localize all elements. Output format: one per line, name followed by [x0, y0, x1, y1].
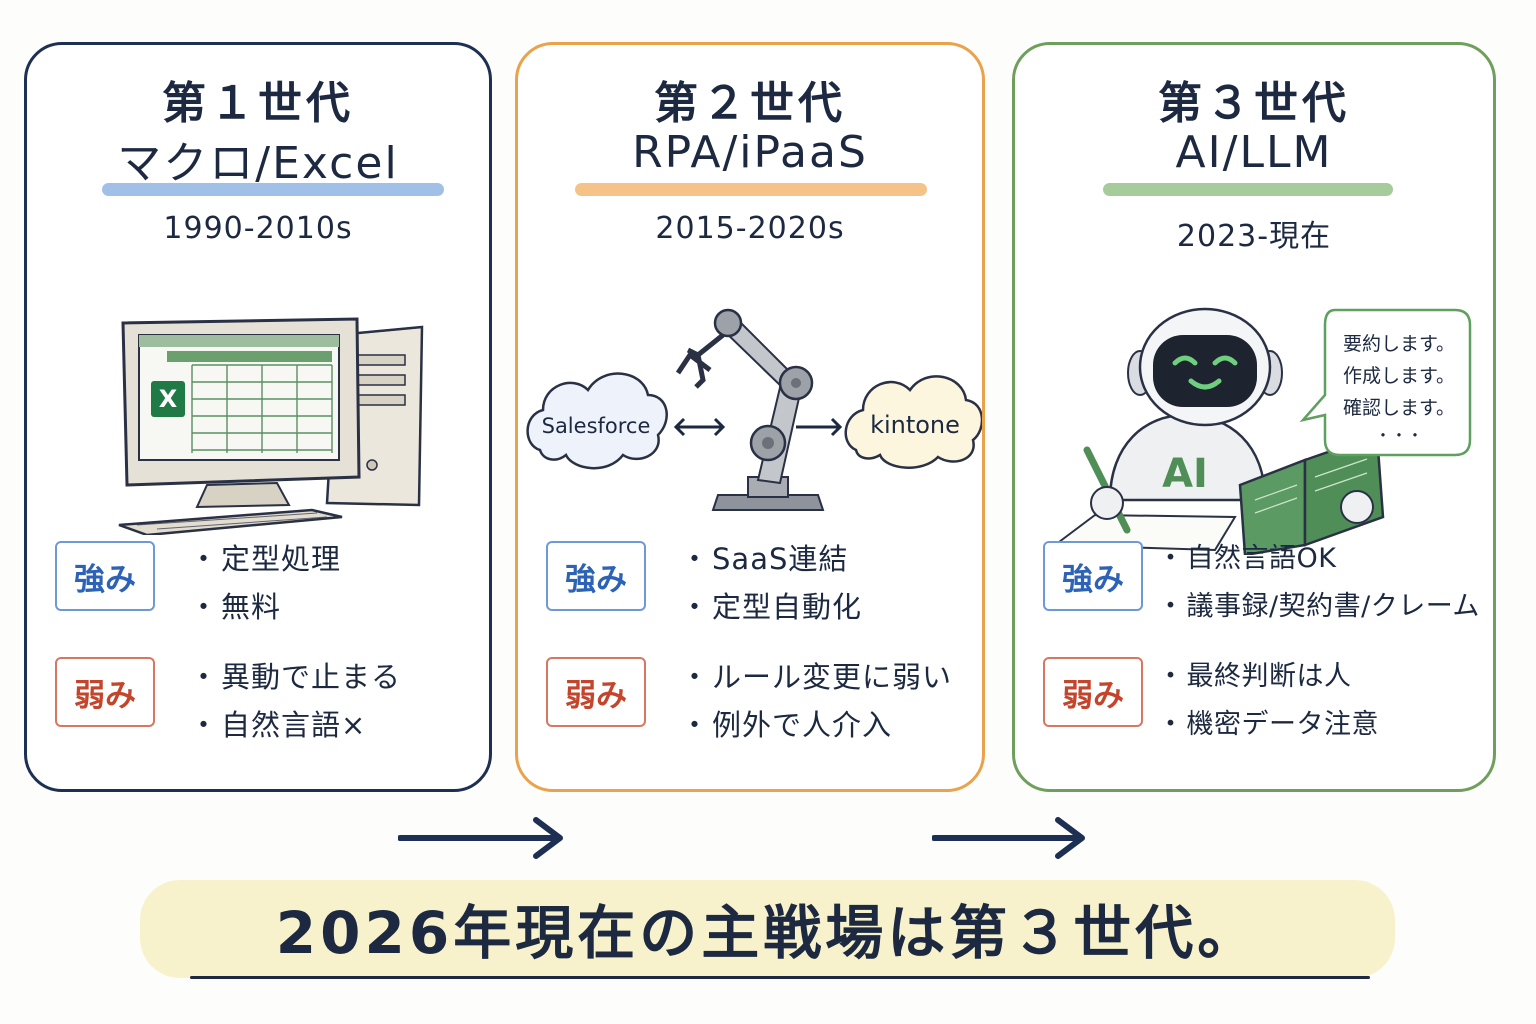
speech-line: ・・・	[1375, 426, 1423, 445]
excel-icon: X	[159, 385, 178, 413]
strengths-list: SaaS連結 定型自動化	[680, 535, 976, 631]
robot-arm-icon	[675, 308, 825, 511]
weakness-item: ルール変更に弱い	[680, 653, 976, 701]
strength-item: 無料	[189, 583, 483, 631]
conclusion-highlight	[140, 880, 1395, 978]
conclusion-underline	[190, 976, 1370, 979]
generation-2-title: 第２世代	[654, 78, 846, 129]
robot-head-icon	[1127, 307, 1283, 427]
flow-arrow-icon	[398, 817, 563, 859]
generation-3-panel: 第３世代 AI/LLM 2023-現在 AI	[1012, 42, 1496, 792]
weakness-item: 機密データ注意	[1157, 701, 1487, 749]
conclusion-text: 2026年現在の主戦場は第３世代。	[275, 899, 1260, 967]
weakness-item: 異動で止まる	[189, 653, 483, 701]
rpa-illustration: Salesforce kint	[526, 308, 982, 511]
robot-ai-label: AI	[1162, 451, 1208, 497]
generation-2-highlight	[575, 183, 927, 196]
ai-robot-illustration: AI 要約します。	[1052, 307, 1472, 555]
speech-line: 作成します。	[1343, 365, 1455, 387]
kintone-cloud-icon: kintone	[844, 375, 982, 469]
weaknesses-list: ルール変更に弱い 例外で人介入	[680, 653, 976, 749]
computer-illustration: X	[118, 317, 424, 535]
weakness-item: 自然言語×	[189, 701, 483, 749]
generation-3-technology: AI/LLM	[1175, 127, 1333, 178]
strengths-badge: 強み	[1043, 541, 1143, 611]
strengths-badge: 強み	[55, 541, 155, 611]
generation-1-period: 1990-2010s	[163, 211, 353, 246]
generation-2-technology: RPA/iPaaS	[632, 127, 868, 178]
book-icon	[1238, 433, 1385, 555]
weaknesses-badge: 弱み	[546, 657, 646, 727]
strength-item: 定型処理	[189, 535, 483, 583]
strengths-list: 定型処理 無料	[189, 535, 483, 631]
generation-3-period: 2023-現在	[1176, 219, 1332, 254]
strengths-list: 自然言語OK 議事録/契約書/クレーム	[1157, 535, 1487, 631]
generation-1-panel: 第１世代 マクロ/Excel 1990-2010s X	[24, 42, 492, 792]
weaknesses-badge: 弱み	[55, 657, 155, 727]
weakness-item: 例外で人介入	[680, 701, 976, 749]
generation-1-highlight	[102, 183, 444, 196]
strength-item: SaaS連結	[680, 535, 976, 583]
generation-1-title: 第１世代	[162, 78, 354, 129]
speech-bubble: 要約します。 作成します。 確認します。 ・・・	[1299, 308, 1472, 457]
weaknesses-list: 異動で止まる 自然言語×	[189, 653, 483, 749]
weaknesses-badge: 弱み	[1043, 657, 1143, 727]
generation-2-panel: 第２世代 RPA/iPaaS 2015-2020s Salesforce	[515, 42, 985, 792]
generation-1-technology: マクロ/Excel	[117, 138, 399, 189]
salesforce-cloud-icon: Salesforce	[526, 372, 668, 470]
speech-line: 確認します。	[1343, 397, 1455, 419]
strength-item: 議事録/契約書/クレーム	[1157, 583, 1487, 631]
right-arrow-icon	[796, 417, 843, 437]
double-arrow-icon	[673, 417, 726, 437]
weaknesses-list: 最終判断は人 機密データ注意	[1157, 653, 1487, 749]
salesforce-label: Salesforce	[542, 414, 651, 438]
weakness-item: 最終判断は人	[1157, 653, 1487, 701]
generation-3-title: 第３世代	[1158, 78, 1350, 129]
strength-item: 自然言語OK	[1157, 535, 1487, 583]
kintone-label: kintone	[870, 411, 960, 439]
generation-2-period: 2015-2020s	[655, 211, 845, 246]
strengths-badge: 強み	[546, 541, 646, 611]
flow-arrow-icon	[932, 817, 1085, 859]
pen-icon	[1083, 446, 1131, 534]
speech-line: 要約します。	[1343, 333, 1455, 355]
generation-3-highlight	[1103, 183, 1393, 196]
strength-item: 定型自動化	[680, 583, 976, 631]
